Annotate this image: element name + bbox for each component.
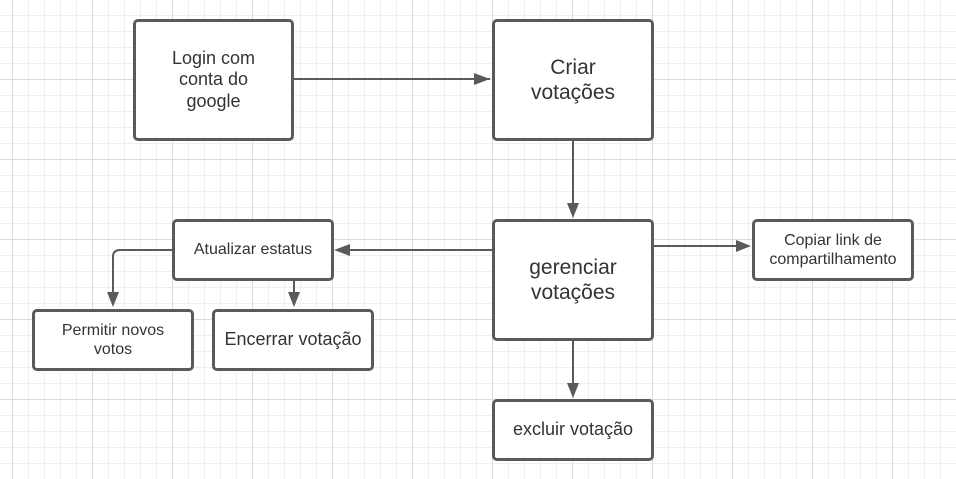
node-criar-votacoes: Criar votações	[492, 19, 654, 141]
node-gerenciar-votacoes: gerenciar votações	[492, 219, 654, 341]
arrowhead-gerenciar	[567, 203, 579, 218]
node-copiar-link: Copiar link de compartilhamento	[752, 219, 914, 281]
node-excluir-votacao: excluir votação	[492, 399, 654, 461]
arrowhead-copiar	[736, 240, 751, 252]
node-permitir-novos-votos: Permitir novos votos	[32, 309, 194, 371]
arrowhead-excluir	[567, 383, 579, 398]
edge-atualizar-to-permitir	[112, 249, 172, 293]
arrowhead-criar	[474, 73, 490, 85]
arrowhead-permitir	[107, 292, 119, 307]
node-encerrar-votacao: Encerrar votação	[212, 309, 374, 371]
arrowhead-atualizar	[334, 244, 350, 256]
node-atualizar-estatus: Atualizar estatus	[172, 219, 334, 281]
arrowhead-encerrar	[288, 292, 300, 307]
node-login: Login com conta do google	[133, 19, 294, 141]
